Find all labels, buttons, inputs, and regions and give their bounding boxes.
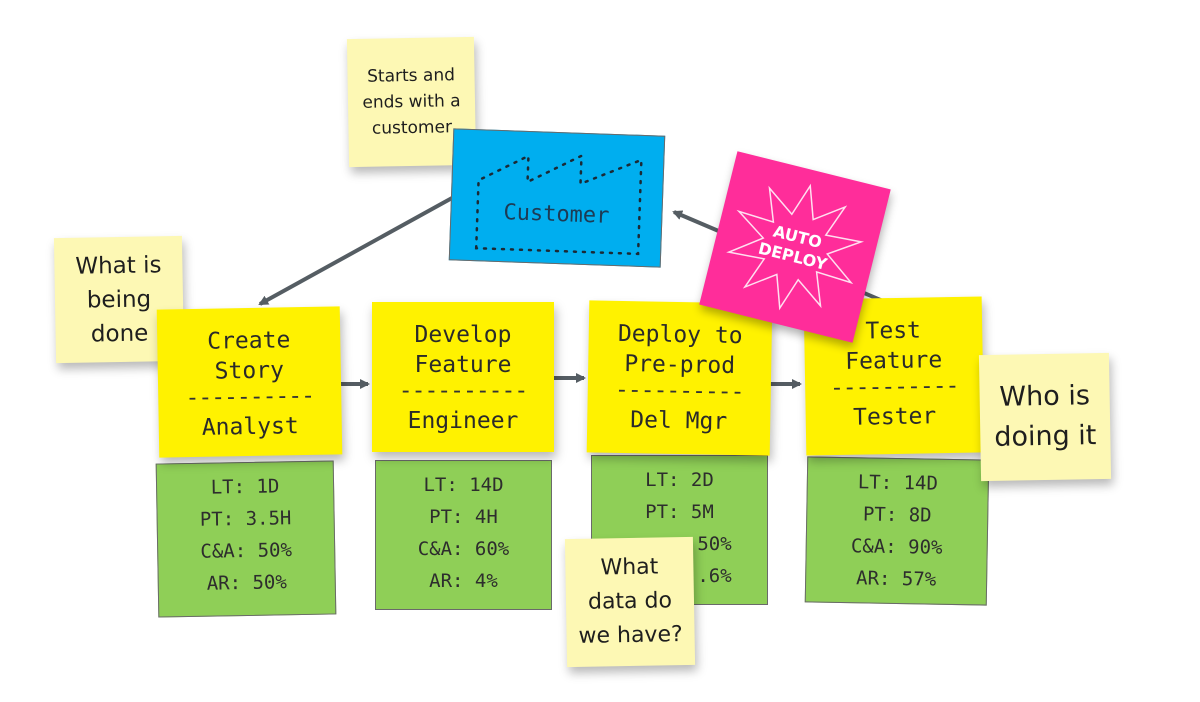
step-title: Test Feature [845, 317, 943, 375]
metric-lt: LT: 1D [210, 475, 280, 499]
metric-ca: C&A: 50% [200, 539, 293, 563]
step-deploy-to-preprod: Deploy to Pre-prod ---------- Del Mgr [586, 300, 773, 456]
metric-pt: PT: 8D [862, 503, 932, 527]
metric-pt: PT: 4H [429, 506, 498, 528]
metric-lt: LT: 14D [857, 471, 939, 495]
step-divider: ---------- [398, 378, 528, 404]
customer-label: Customer [503, 199, 610, 229]
metric-ca: 50% [697, 533, 732, 555]
step-divider: ---------- [185, 382, 315, 412]
note-what-data-text: What data do we have? [578, 554, 683, 649]
metric-pt: PT: 5M [645, 501, 714, 523]
factory-outline-icon [474, 153, 643, 256]
arrow-customer-to-create [258, 196, 453, 306]
note-starts-text: Starts and ends with a customer [362, 65, 461, 139]
data-develop-feature: LT: 14D PT: 4H C&A: 60% AR: 4% [375, 460, 552, 610]
metric-ar: AR: 57% [855, 567, 937, 591]
note-who-is-doing-it: Who is doing it [978, 352, 1112, 482]
step-role: Del Mgr [630, 407, 728, 435]
metric-pt: PT: 3.5H [199, 507, 292, 531]
note-what-done-text: What is being done [75, 251, 162, 347]
metric-lt: LT: 2D [645, 469, 714, 491]
step-divider: ---------- [614, 376, 744, 406]
note-who-doing-text: Who is doing it [994, 380, 1097, 453]
data-deploy-to-preprod: LT: 2D PT: 5M 50% .6% [591, 455, 768, 605]
step-role: Engineer [407, 408, 519, 434]
step-role: Tester [852, 403, 937, 431]
metric-ar: AR: 50% [206, 571, 287, 595]
metric-ar: .6% [697, 565, 732, 587]
metric-ca: C&A: 60% [417, 538, 510, 560]
step-title: Develop Feature [414, 322, 512, 378]
step-divider: ---------- [829, 372, 959, 402]
step-title: Create Story [207, 327, 291, 385]
step-create-story: Create Story ---------- Analyst [156, 306, 343, 458]
data-create-story: LT: 1D PT: 3.5H C&A: 50% AR: 50% [155, 460, 337, 618]
step-develop-feature: Develop Feature ---------- Engineer [372, 302, 554, 452]
data-test-feature: LT: 14D PT: 8D C&A: 90% AR: 57% [804, 456, 990, 606]
auto-deploy-sticker: AUTO DEPLOY [699, 151, 891, 343]
metric-ar: AR: 4% [429, 570, 498, 592]
step-title: Deploy to Pre-prod [617, 320, 743, 379]
customer-box: Customer [448, 128, 666, 268]
starburst-icon [726, 183, 865, 311]
metric-ca: C&A: 90% [850, 535, 943, 559]
metric-lt: LT: 14D [423, 474, 504, 496]
step-role: Analyst [201, 413, 299, 441]
note-what-data: What data do we have? [564, 536, 696, 668]
